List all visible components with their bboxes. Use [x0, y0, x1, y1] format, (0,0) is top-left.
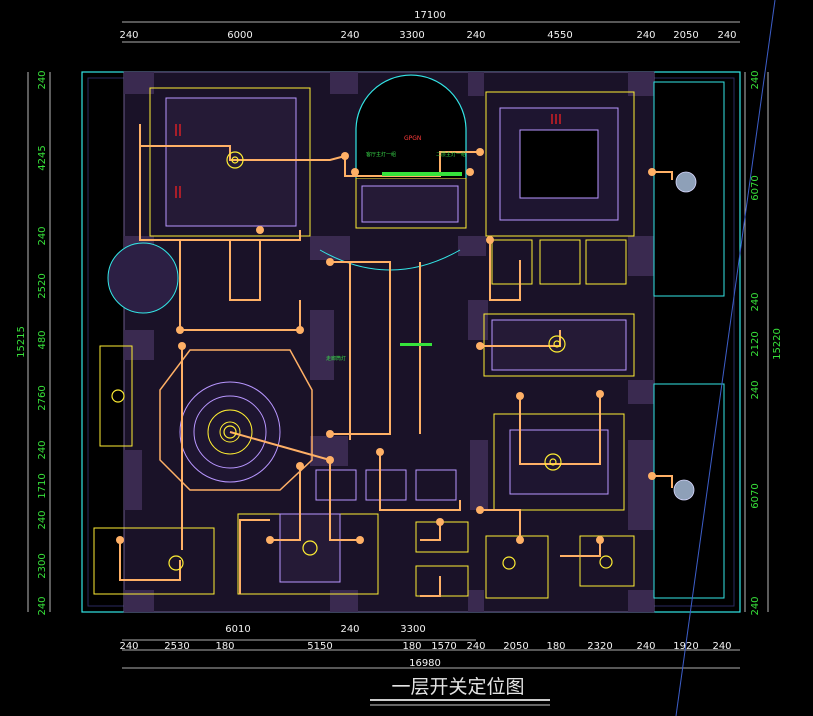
hall-label: GPGN [404, 135, 421, 142]
dim-right-seg: 6070 [750, 175, 761, 200]
dim-bottom-b: 240 [119, 641, 138, 652]
ceiling-fan-icons [673, 171, 697, 501]
dim-right-total: 15220 [772, 328, 783, 360]
light-fixtures [111, 151, 613, 571]
title-underline [370, 699, 550, 706]
annotation-label: 客厅主灯一组 [366, 151, 396, 158]
dim-left-seg: 240 [37, 440, 48, 459]
dim-bottom-b: 2530 [164, 641, 189, 652]
dim-right-seg: 6070 [750, 483, 761, 508]
dim-bottom-a: 6010 [225, 624, 250, 635]
dim-bottom-a: 3300 [400, 624, 425, 635]
dim-bottom-b: 240 [712, 641, 731, 652]
switch-wiring [119, 124, 673, 597]
dim-top-seg: 2050 [673, 30, 698, 41]
switch-markers [116, 148, 656, 544]
dim-left-seg: 240 [37, 510, 48, 529]
dim-top-seg: 240 [717, 30, 736, 41]
dim-bottom-b: 180 [215, 641, 234, 652]
dim-bottom-b: 1920 [673, 641, 698, 652]
dim-top-seg: 240 [636, 30, 655, 41]
dim-left-seg: 2760 [37, 385, 48, 410]
dim-top-seg: 3300 [399, 30, 424, 41]
annotation-label: 走廊筒灯 [326, 355, 346, 362]
dim-bottom-b: 2050 [503, 641, 528, 652]
dim-left-seg: 480 [37, 330, 48, 349]
dim-top-seg: 240 [340, 30, 359, 41]
dim-left-seg: 1710 [37, 473, 48, 498]
dim-bottom-b: 180 [402, 641, 421, 652]
dim-left-seg: 240 [37, 596, 48, 615]
dim-top-seg: 6000 [227, 30, 252, 41]
dim-left-seg: 240 [37, 226, 48, 245]
dim-right-seg: 240 [750, 596, 761, 615]
dim-bottom-b: 5150 [307, 641, 332, 652]
dim-right-seg: 240 [750, 292, 761, 311]
dim-bottom-b: 240 [636, 641, 655, 652]
dim-bottom-b: 2320 [587, 641, 612, 652]
dim-right-seg: 240 [750, 70, 761, 89]
drawing-title: 一层开关定位图 [391, 676, 524, 698]
dim-right-seg: 240 [750, 380, 761, 399]
red-markers [175, 114, 561, 198]
dim-left-seg: 4245 [37, 145, 48, 170]
dim-top-seg: 240 [119, 30, 138, 41]
dim-right-seg: 2120 [750, 331, 761, 356]
reference-line [675, 0, 776, 716]
dim-top-total: 17100 [414, 10, 446, 21]
dim-left-seg: 2520 [37, 273, 48, 298]
dim-bottom-b: 1570 [431, 641, 456, 652]
dim-left-seg: 2300 [37, 553, 48, 578]
dim-top-seg: 4550 [547, 30, 572, 41]
dim-bottom-b: 240 [466, 641, 485, 652]
dim-bottom-b: 180 [546, 641, 565, 652]
dim-bottom-a: 240 [340, 624, 359, 635]
dim-left-total: 15215 [16, 326, 27, 358]
dim-left-seg: 240 [37, 70, 48, 89]
dimension-lines [27, 21, 769, 669]
annotation-label: 二层主灯一组 [436, 151, 466, 158]
dim-bottom-total: 16980 [409, 658, 441, 669]
green-annotations [382, 172, 462, 346]
dim-top-seg: 240 [466, 30, 485, 41]
